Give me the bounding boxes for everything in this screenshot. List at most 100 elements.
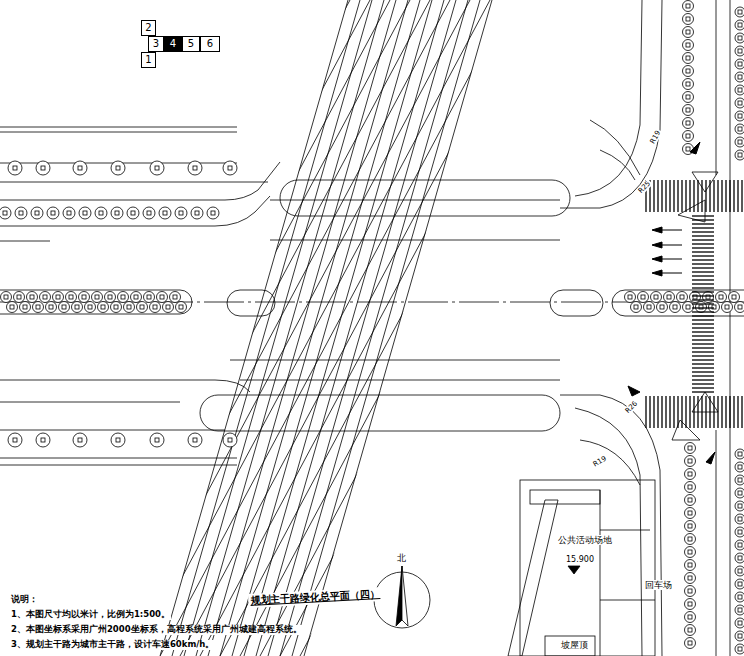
zebra-stripe <box>692 367 714 368</box>
bridge-hatch-line <box>40 0 390 656</box>
tree-center <box>686 17 690 21</box>
zebra-stripe <box>692 251 714 252</box>
tree-symbol <box>31 207 43 219</box>
tree-symbol <box>683 118 694 129</box>
zebra-stripe <box>697 396 698 428</box>
tree-center <box>628 295 632 299</box>
tree-symbol <box>683 27 694 38</box>
tree-center <box>69 295 73 299</box>
tree-center <box>179 305 183 309</box>
lane-arrowhead <box>628 386 640 396</box>
bridge-line <box>304 0 492 656</box>
zebra-stripe <box>692 355 714 356</box>
tree-symbol <box>14 292 25 303</box>
tree-symbol <box>98 302 109 313</box>
tree-symbol <box>670 302 681 313</box>
zebra-stripe <box>697 180 698 212</box>
tree-symbol <box>8 161 22 175</box>
tree-center <box>160 295 164 299</box>
tree-center <box>738 10 742 14</box>
tree-center <box>23 305 27 309</box>
zebra-stripe <box>692 351 714 352</box>
tree-symbol <box>696 302 707 313</box>
curb-line <box>0 380 250 392</box>
tree-center <box>647 305 651 309</box>
tree-symbol <box>685 508 696 519</box>
zebra-stripe <box>737 396 738 428</box>
tree-center <box>667 295 671 299</box>
bridge-line <box>196 0 384 656</box>
tree-center <box>147 211 151 215</box>
tree-center <box>17 295 21 299</box>
tree-center <box>686 30 690 34</box>
ramp <box>508 500 558 656</box>
tree-center <box>738 569 742 573</box>
building-outline <box>530 490 600 504</box>
tree-center <box>114 305 118 309</box>
tree-symbol <box>638 292 649 303</box>
tree-symbol <box>150 161 164 175</box>
road-edge <box>240 380 560 381</box>
tree-symbol <box>735 98 744 108</box>
tree-symbol <box>118 292 129 303</box>
tree-symbol <box>111 302 122 313</box>
tree-symbol <box>685 638 696 649</box>
bridge-line <box>244 0 432 656</box>
zebra-stripe <box>692 371 714 372</box>
curb-arc <box>580 440 640 485</box>
zebra-stripe <box>692 247 714 248</box>
tree-symbol <box>683 92 694 103</box>
crosswalks <box>646 180 742 428</box>
curb-line <box>575 408 642 656</box>
tree-center <box>738 36 742 40</box>
road-edge <box>0 132 237 133</box>
tree-center <box>738 49 742 53</box>
tree-symbol <box>150 433 164 447</box>
zebra-stripe <box>657 180 658 212</box>
tree-center <box>166 305 170 309</box>
tree-center <box>140 305 144 309</box>
tree-symbol <box>111 161 125 175</box>
zebra-stripe <box>653 396 654 428</box>
zebra-stripe <box>692 295 714 296</box>
north-label: 北 <box>396 553 407 563</box>
tree-center <box>35 211 39 215</box>
tree-center <box>131 211 135 215</box>
tree-symbol <box>735 137 744 147</box>
sheet-index-box: 2 <box>141 20 156 36</box>
road-edge <box>270 240 560 241</box>
building-outline <box>545 636 595 656</box>
zebra-stripe <box>692 375 714 376</box>
tree-symbol <box>683 1 694 12</box>
tree-symbol <box>40 292 51 303</box>
tree-center <box>738 634 742 638</box>
tree-symbol <box>7 302 18 313</box>
tree-symbol <box>644 302 655 313</box>
tree-center <box>688 498 692 502</box>
zebra-stripe <box>705 180 706 212</box>
zebra-stripe <box>692 323 714 324</box>
tree-symbol <box>137 302 148 313</box>
tree-symbol <box>735 644 744 654</box>
zebra-stripe <box>665 396 666 428</box>
road-edge <box>716 430 717 656</box>
tree-symbol <box>191 207 203 219</box>
tree-center <box>688 511 692 515</box>
tree-center <box>101 305 105 309</box>
bridge-hatch-line <box>320 0 670 656</box>
tree-symbol <box>735 462 744 472</box>
zebra-stripe <box>692 267 714 268</box>
tree-center <box>127 305 131 309</box>
tree-center <box>654 295 658 299</box>
tree-symbol <box>36 433 50 447</box>
zebra-stripe <box>725 396 726 428</box>
zebra-stripe <box>692 291 714 292</box>
zebra-stripe <box>692 307 714 308</box>
tree-center <box>738 23 742 27</box>
zebra-stripe <box>692 391 714 392</box>
tree-symbol <box>124 302 135 313</box>
zebra-stripe <box>669 180 670 212</box>
elevation-value: 15.900 <box>565 555 595 564</box>
tree-center <box>719 295 723 299</box>
zebra-stripe <box>692 319 714 320</box>
